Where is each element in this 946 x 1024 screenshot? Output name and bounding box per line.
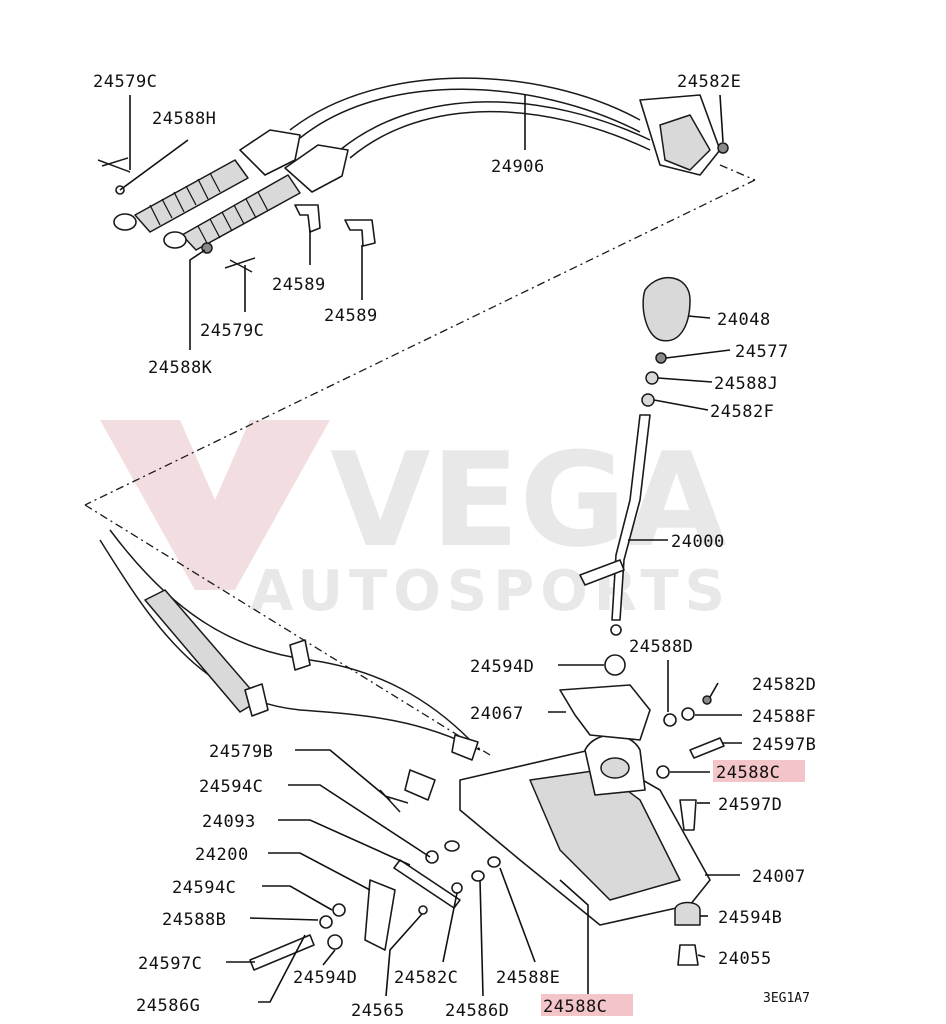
highlight-24588C-right <box>713 760 805 782</box>
shift-block-24067 <box>559 684 651 741</box>
part-label: 24582F <box>710 402 774 422</box>
part-label: 24579C <box>93 72 157 92</box>
part-label: 24582D <box>752 675 816 695</box>
part-label: 24579B <box>209 742 273 762</box>
lower-left-hardware <box>249 789 501 971</box>
part-label: 24586G <box>136 996 200 1016</box>
part-label: 24582C <box>394 968 458 988</box>
assembly-boundary-line-lower <box>84 504 491 756</box>
part-label: 24589 <box>272 275 326 295</box>
part-label-highlighted: 24588C <box>716 763 780 783</box>
part-label: 24588B <box>162 910 226 930</box>
part-label: 24594C <box>172 878 236 898</box>
leader-lines <box>119 94 742 1003</box>
watermark: VEGA AUTOSPORTS <box>100 420 731 624</box>
part-label: 24588K <box>148 358 213 378</box>
part-label: 24588E <box>496 968 560 988</box>
part-number-labels: 24579C 24588H 24582E 24906 24589 24589 2… <box>93 72 816 1021</box>
part-label: 24594C <box>199 777 263 797</box>
part-label: 24597B <box>752 735 816 755</box>
watermark-tagline: AUTOSPORTS <box>250 559 731 624</box>
assembly-boundary-line-upper <box>84 179 756 506</box>
part-label: 24579C <box>200 321 264 341</box>
highlight-24588C-bottom <box>541 994 633 1016</box>
part-label: 24007 <box>752 867 806 887</box>
cable-assembly-24906 <box>97 77 729 273</box>
part-label: 24594D <box>293 968 357 988</box>
part-label: 24200 <box>195 845 249 865</box>
part-label-highlighted: 24588C <box>543 997 607 1017</box>
part-label: 24586D <box>445 1001 509 1021</box>
part-label: 24582E <box>677 72 741 92</box>
watermark-logo-icon <box>100 420 330 590</box>
part-label: 24048 <box>717 310 771 330</box>
part-label: 24565 <box>351 1001 405 1021</box>
assembly-boundary-line-corner <box>719 164 756 181</box>
part-label: 24906 <box>491 157 545 177</box>
part-label: 24577 <box>735 342 789 362</box>
part-label: 24597C <box>138 954 202 974</box>
shift-lever-24000 <box>579 276 691 636</box>
part-label: 24588H <box>152 109 216 129</box>
part-label: 24093 <box>202 812 256 832</box>
part-label: 24588J <box>714 374 778 394</box>
watermark-brand: VEGA <box>330 424 727 576</box>
select-lever-24200 <box>364 879 396 951</box>
part-label: 24597D <box>718 795 782 815</box>
shifter-base-24007 <box>459 654 725 966</box>
part-label: 24588F <box>752 707 816 727</box>
part-label: 24000 <box>671 532 725 552</box>
lower-cables <box>99 529 481 801</box>
part-label: 24594B <box>718 908 782 928</box>
part-label: 24055 <box>718 949 772 969</box>
part-label: 24067 <box>470 704 524 724</box>
shift-knob-24048 <box>642 276 691 342</box>
part-label: 24588D <box>629 637 693 657</box>
part-label: 24594D <box>470 657 534 677</box>
diagram-code: 3EG1A7 <box>763 991 810 1006</box>
part-label: 24589 <box>324 306 378 326</box>
